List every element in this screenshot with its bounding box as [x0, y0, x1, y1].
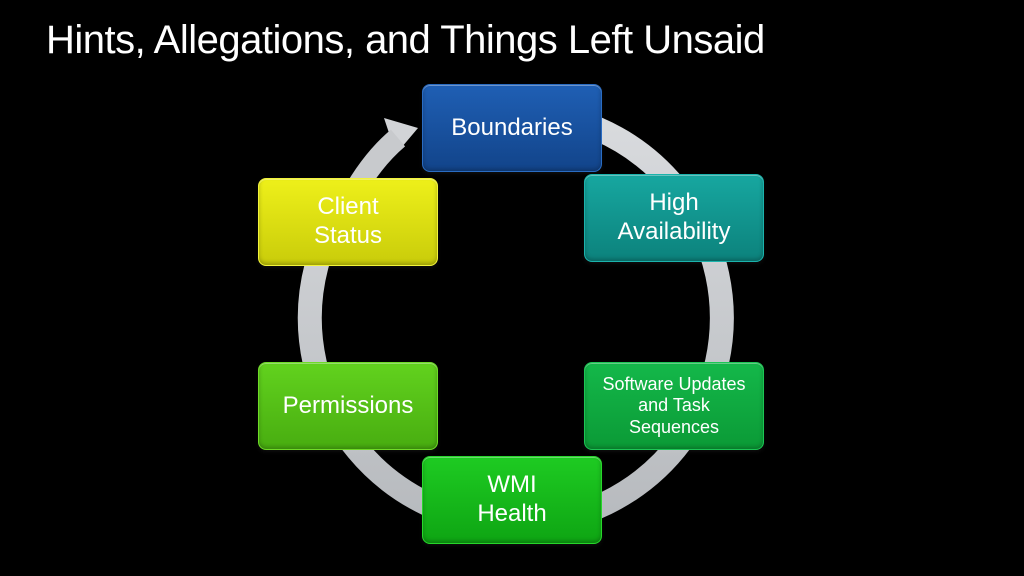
- node-boundaries-label: Boundaries: [451, 113, 573, 141]
- node-permissions: Permissions: [258, 362, 438, 450]
- node-permissions-label: Permissions: [282, 391, 414, 419]
- node-software-updates-label: Software Updates and Task Sequences: [602, 373, 746, 437]
- node-wmi-health-label: WMI Health: [477, 471, 547, 527]
- cycle-arrow-head: [384, 118, 418, 154]
- node-high-availability: High Availability: [584, 174, 764, 262]
- node-boundaries: Boundaries: [422, 84, 602, 172]
- node-client-status-label: Client Status: [313, 193, 383, 249]
- node-high-availability-label: High Availability: [617, 189, 731, 245]
- node-client-status: Client Status: [258, 178, 438, 266]
- node-software-updates: Software Updates and Task Sequences: [584, 362, 764, 450]
- node-wmi-health: WMI Health: [422, 456, 602, 544]
- slide-title: Hints, Allegations, and Things Left Unsa…: [46, 18, 765, 62]
